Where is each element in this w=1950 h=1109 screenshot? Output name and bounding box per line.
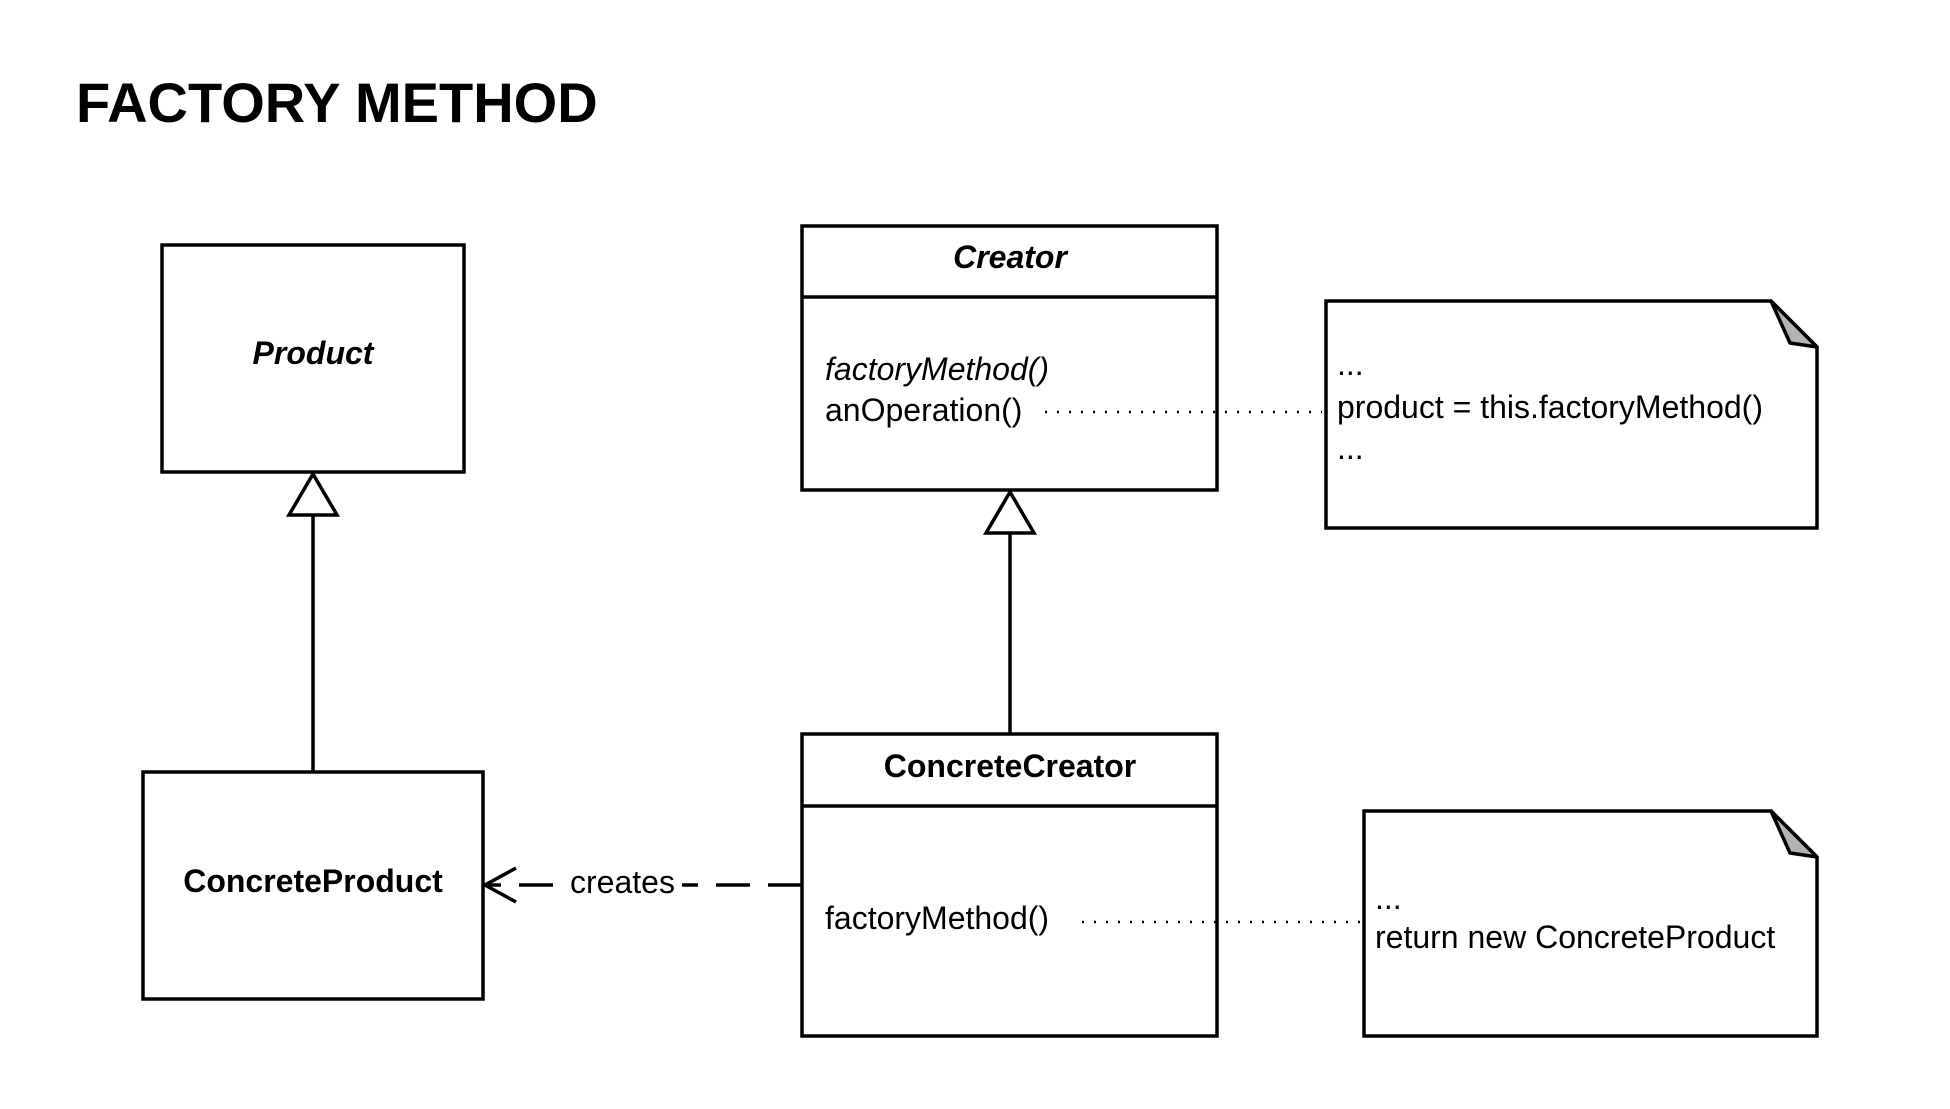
concrete-creator-method-factory: factoryMethod() [825, 900, 1049, 936]
creator-method-factory: factoryMethod() [825, 351, 1049, 387]
inheritance-arrowhead-product [285, 470, 341, 517]
product-box [160, 243, 466, 474]
product-name: Product [253, 335, 375, 371]
concrete-creator-name: ConcreteCreator [884, 748, 1137, 784]
concrete-product-box [141, 770, 485, 1001]
class-concrete-creator: ConcreteCreator factoryMethod() [800, 732, 1219, 1038]
creates-label: creates [570, 864, 675, 900]
class-product: Product [160, 243, 466, 474]
note-creator-line-3: ... [1337, 430, 1364, 466]
concrete-creator-box [800, 732, 1219, 1038]
inheritance-arrowhead-creator [982, 488, 1038, 535]
note-concrete-creator: ... return new ConcreteProduct [1362, 809, 1819, 1038]
creator-name: Creator [953, 239, 1068, 275]
note-creator-body [1324, 299, 1819, 530]
note-creator-fold [1769, 299, 1819, 349]
class-concrete-product: ConcreteProduct [141, 770, 485, 1001]
note-concrete-creator-line-1: ... [1375, 880, 1402, 916]
generalization-creator [982, 488, 1038, 734]
note-creator-line-2: product = this.factoryMethod() [1337, 389, 1763, 425]
generalization-product [285, 470, 341, 772]
note-concrete-creator-fold [1769, 809, 1819, 859]
dependency-creates: creates [481, 864, 802, 904]
dependency-arrowhead [481, 866, 517, 904]
note-concrete-creator-body [1362, 809, 1819, 1038]
note-concrete-creator-line-2: return new ConcreteProduct [1375, 919, 1775, 955]
note-creator-line-1: ... [1337, 346, 1364, 382]
concrete-product-name: ConcreteProduct [183, 863, 443, 899]
note-creator: ... product = this.factoryMethod() ... [1324, 299, 1819, 530]
creator-method-operation: anOperation() [825, 392, 1022, 428]
class-creator: Creator factoryMethod() anOperation() [800, 224, 1219, 492]
diagram-title: FACTORY METHOD [76, 71, 598, 134]
